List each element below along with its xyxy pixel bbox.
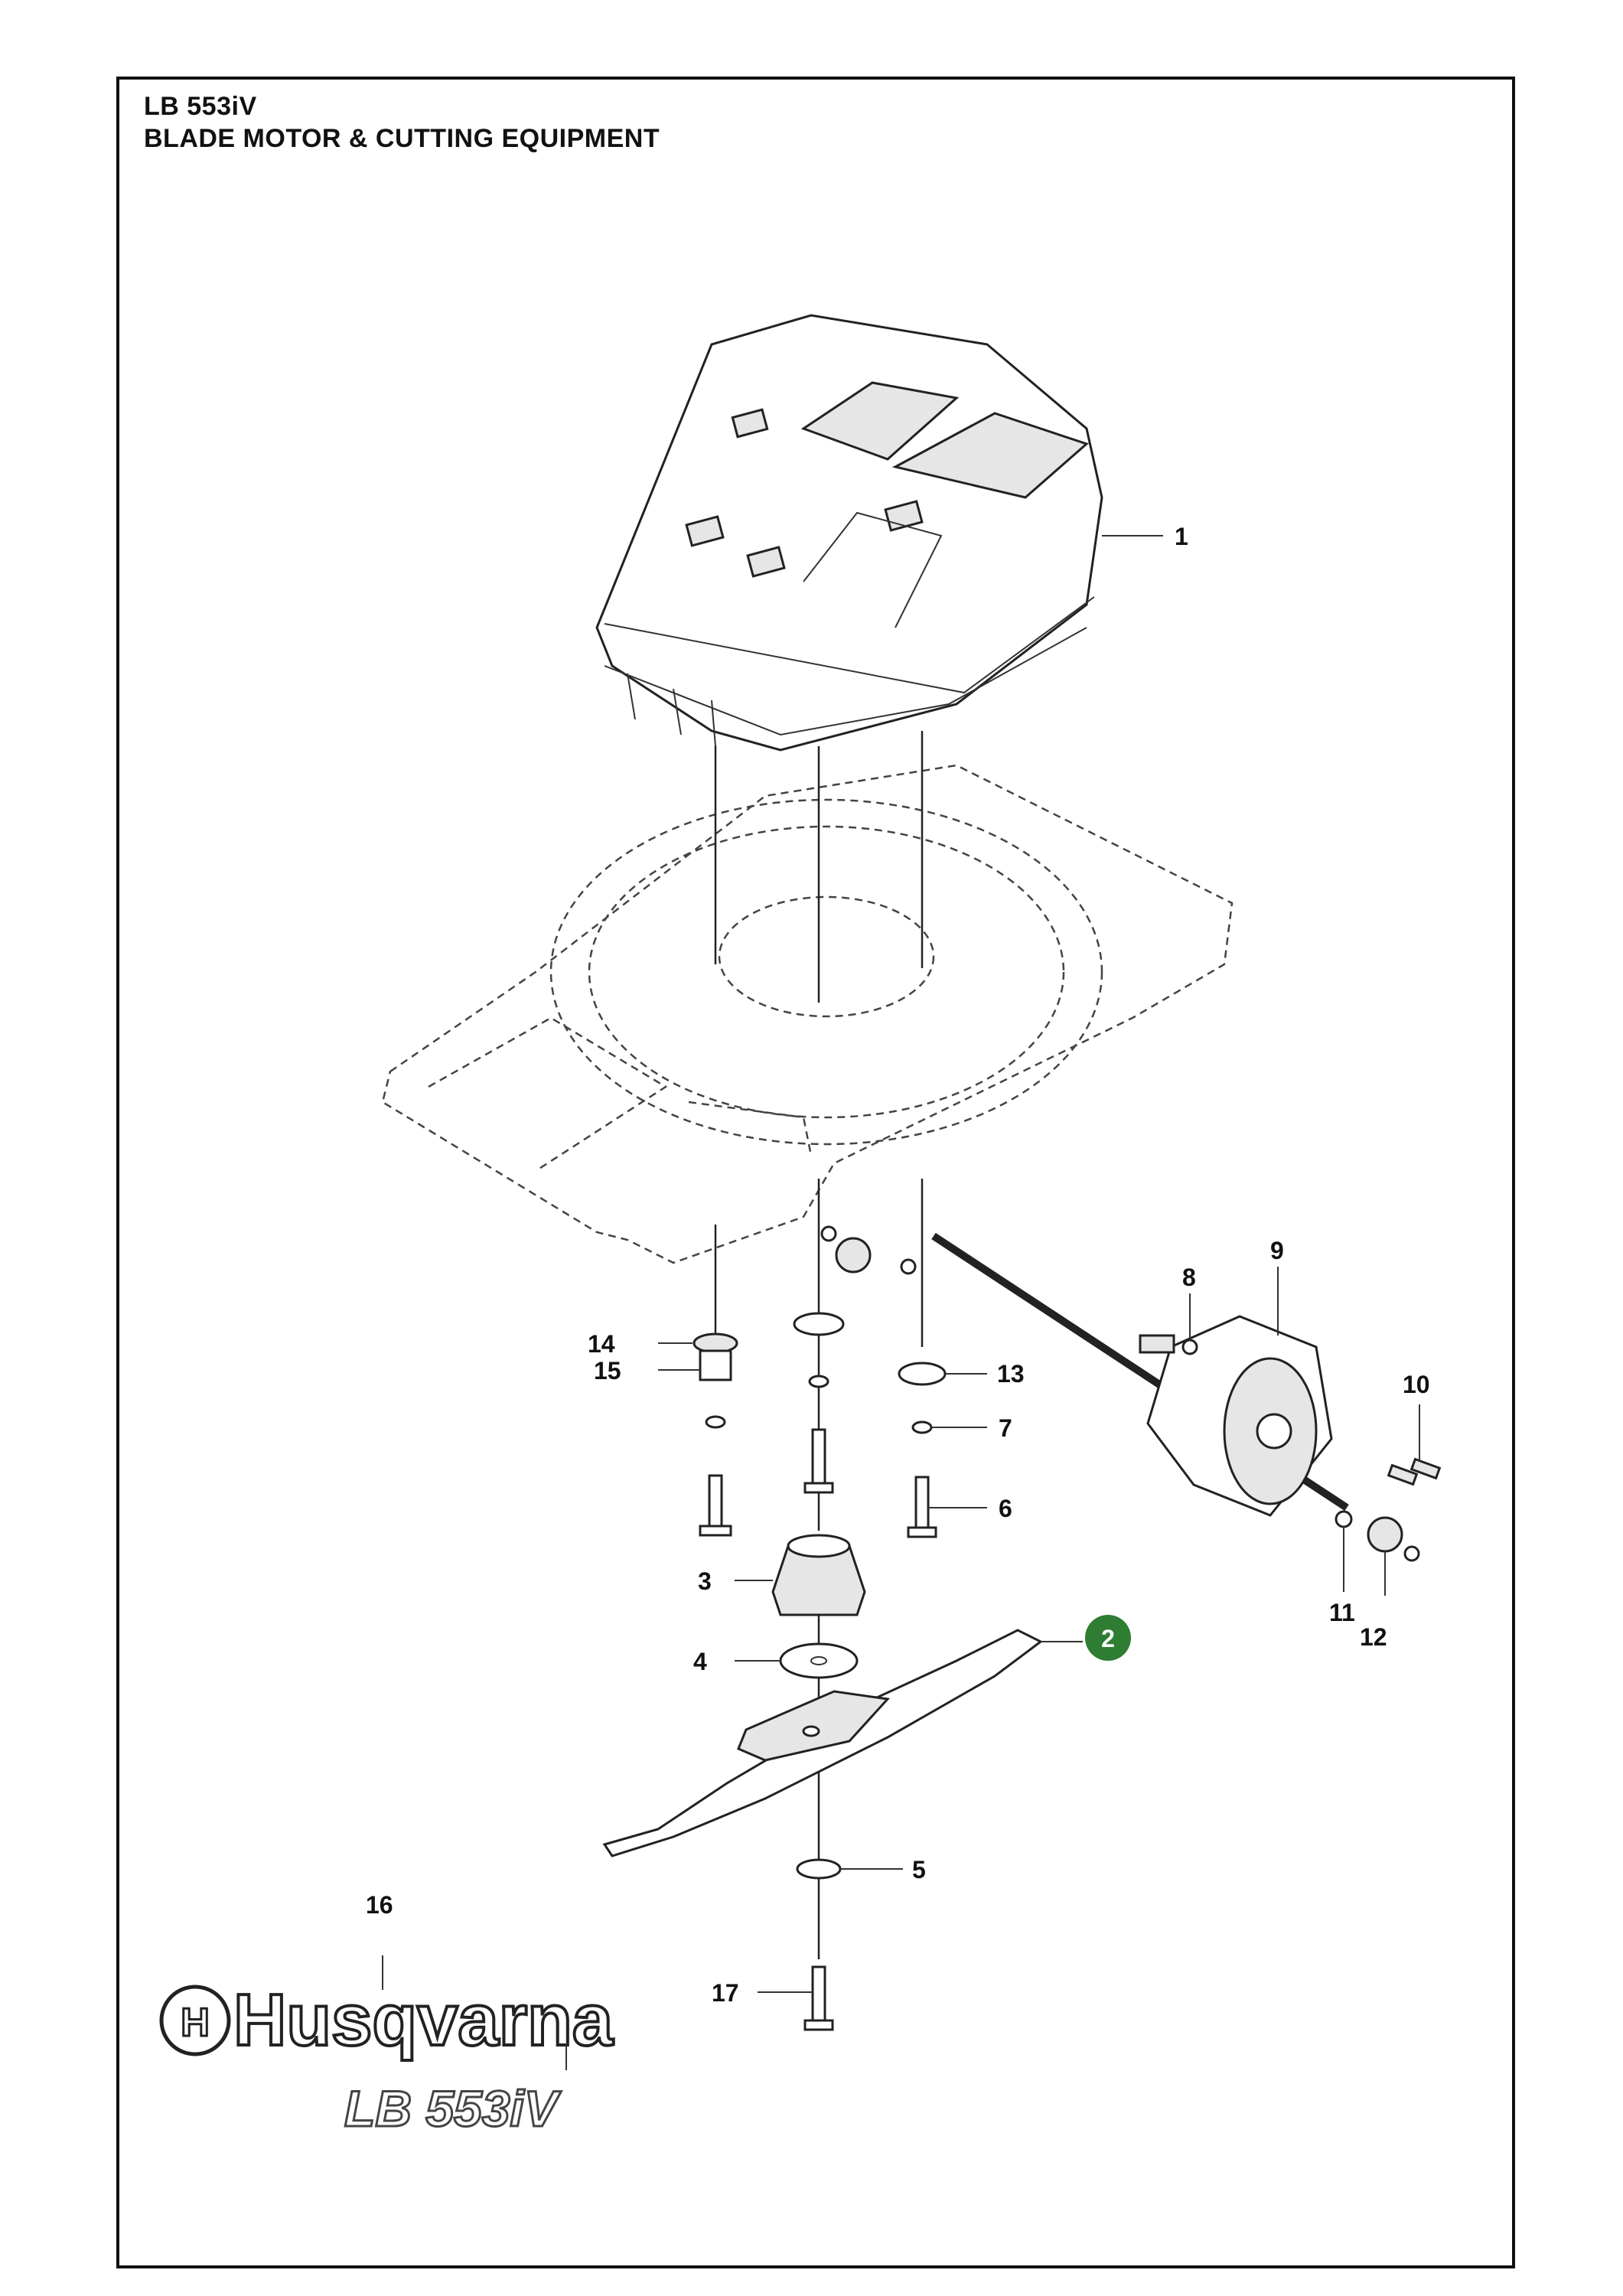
- callout-4: 4: [693, 1648, 707, 1675]
- callout-17: 17: [712, 1979, 739, 2007]
- callout-1: 1: [1175, 523, 1188, 550]
- callout-16: 16: [366, 1891, 393, 1919]
- right-hardware-stack: [898, 1362, 947, 1538]
- callout-15: 15: [594, 1357, 621, 1384]
- callout-2: 2: [1101, 1625, 1115, 1652]
- center-hardware-stack: [771, 1312, 866, 1679]
- motor-cover-part: [595, 314, 1103, 752]
- callout-14: 14: [588, 1330, 615, 1358]
- callout-11: 11: [1329, 1599, 1355, 1626]
- model-title: LB 553iV: [144, 92, 257, 121]
- bushing-stack: [693, 1332, 738, 1537]
- callout-6: 6: [999, 1495, 1012, 1522]
- callout-13: 13: [997, 1360, 1025, 1388]
- callout-8: 8: [1182, 1264, 1196, 1291]
- callout-9: 9: [1270, 1237, 1284, 1264]
- callout-5: 5: [912, 1856, 926, 1883]
- logo-crown-mark: H: [181, 2001, 210, 2045]
- husqvarna-logo: H Husqvarna LB 553iV: [159, 1978, 615, 2138]
- section-title: BLADE MOTOR & CUTTING EQUIPMENT: [144, 124, 660, 153]
- blade-motor-part: [820, 1225, 1442, 1562]
- callout-2-badge: [1085, 1615, 1131, 1661]
- callout-3: 3: [698, 1567, 712, 1595]
- callout-12: 12: [1360, 1623, 1387, 1651]
- callout-labels: 1 2 3 4 5 6 7 8 9 10 11 12 13 14 15 16 1…: [366, 523, 1430, 2007]
- drawing-frame: [116, 77, 1515, 2268]
- model-decal: LB 553iV: [344, 2080, 562, 2137]
- logo-wordmark: Husqvarna: [233, 1979, 614, 2061]
- mower-deck-outline: [381, 764, 1234, 1264]
- leader-lines: [382, 535, 1420, 1993]
- callout-7: 7: [999, 1414, 1012, 1442]
- callout-10: 10: [1403, 1371, 1430, 1398]
- cutting-blade-part: [602, 1629, 1043, 2031]
